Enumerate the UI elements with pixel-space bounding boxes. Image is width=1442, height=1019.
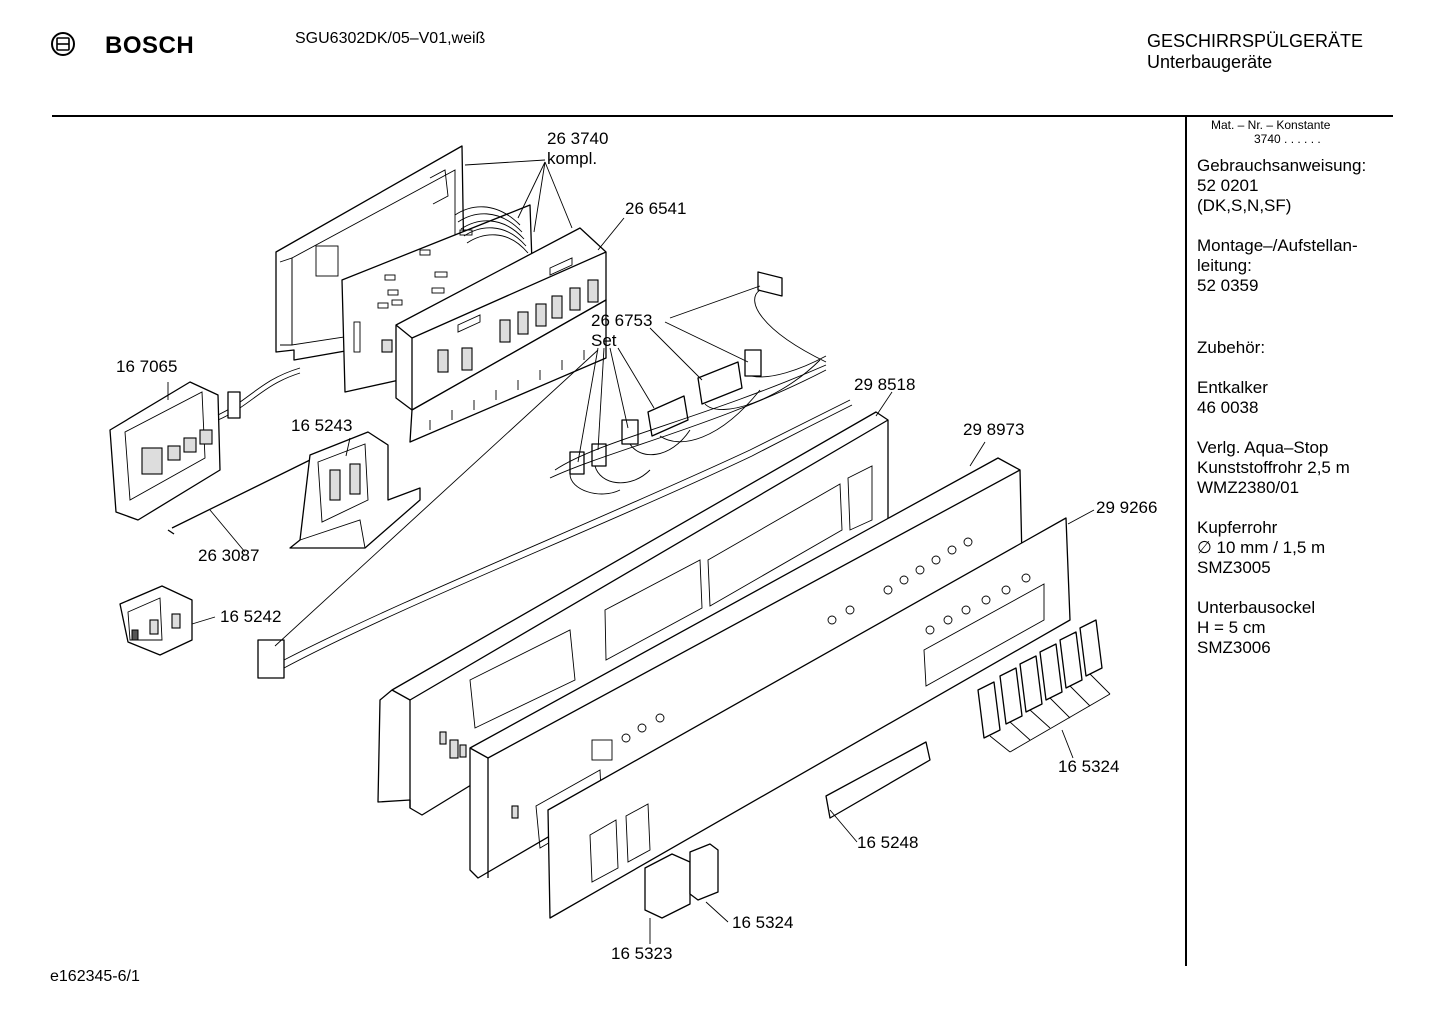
part-label-266541: 26 6541 (625, 199, 687, 218)
part-note: kompl. (547, 149, 598, 168)
part-label-167065: 16 7065 (116, 357, 178, 376)
brand-name: BOSCH (105, 32, 195, 59)
part-long-cable (257, 399, 853, 679)
bosch-logo (50, 30, 80, 65)
part-ribbon-cable (454, 206, 529, 254)
info-line: Kunststoffrohr 2,5 m (1197, 458, 1350, 477)
category-subtitle: Unterbaugeräte (1147, 52, 1273, 72)
info-line: Unterbausockel (1197, 598, 1316, 617)
info-line: SMZ3006 (1197, 638, 1271, 657)
category-title: GESCHIRRSPÜLGERÄTE (1147, 31, 1364, 51)
part-label-263740: 26 3740 kompl. (547, 129, 608, 169)
part-label-165243: 16 5243 (291, 416, 353, 435)
parts-info-sidebar: Mat. – Nr. – Konstante 3740 . . . . . . … (1197, 118, 1437, 678)
info-line: leitung: (1197, 256, 1252, 275)
info-group-accessories: Zubehör: (1197, 338, 1437, 358)
part-wire-harness (171, 459, 311, 529)
part-label-165324-bottom: 16 5324 (732, 913, 794, 932)
info-line: Entkalker (1197, 378, 1268, 397)
info-line: Kupferrohr (1197, 518, 1278, 537)
part-label-299266: 29 9266 (1096, 498, 1158, 517)
bosch-armature-icon (51, 32, 75, 56)
part-switch (119, 585, 193, 656)
part-display-unit (109, 367, 301, 521)
material-number-value: 3740 . . . . . . (1254, 132, 1321, 146)
info-group-installation: Montage–/Aufstellan- leitung: 52 0359 (1197, 236, 1437, 296)
info-line: Gebrauchsanweisung: (1197, 156, 1367, 175)
info-line: Zubehör: (1197, 338, 1266, 357)
info-line: 52 0201 (1197, 176, 1259, 195)
part-label-165242: 16 5242 (220, 607, 282, 626)
part-button-keys-right (977, 619, 1111, 753)
info-group-copper-pipe: Kupferrohr ∅ 10 mm / 1,5 m SMZ3005 (1197, 518, 1437, 578)
info-line: 52 0359 (1197, 276, 1259, 295)
leader-lines (167, 159, 1095, 944)
info-line: WMZ2380/01 (1197, 478, 1300, 497)
drawing-id: e162345-6/1 (50, 968, 140, 985)
info-line: SMZ3005 (1197, 558, 1271, 577)
part-number: 26 3740 (547, 129, 609, 148)
info-line: 46 0038 (1197, 398, 1259, 417)
part-dispenser-bracket (289, 431, 421, 549)
part-label-165324-right: 16 5324 (1058, 757, 1120, 776)
part-label-298973: 29 8973 (963, 420, 1025, 439)
info-line: Verlg. Aqua–Stop (1197, 438, 1329, 457)
info-group-manual: Gebrauchsanweisung: 52 0201 (DK,S,N,SF) (1197, 156, 1437, 216)
info-line: Montage–/Aufstellan- (1197, 236, 1358, 255)
part-label-266753: 26 6753 Set (591, 311, 652, 351)
material-number-label: Mat. – Nr. – Konstante (1211, 118, 1331, 132)
info-line: H = 5 cm (1197, 618, 1266, 637)
part-frame (377, 411, 889, 816)
model-number: SGU6302DK/05–V01,weiß (295, 30, 486, 47)
info-line: ∅ 10 mm / 1,5 m (1197, 538, 1326, 557)
part-note: Set (591, 331, 617, 350)
part-button-keys-bottom (644, 843, 719, 919)
part-trim-strip (825, 741, 931, 819)
part-number: 26 6753 (591, 311, 653, 330)
part-label-165323: 16 5323 (611, 944, 673, 963)
info-group-base: Unterbausockel H = 5 cm SMZ3006 (1197, 598, 1437, 658)
info-group-descaler: Entkalker 46 0038 (1197, 378, 1437, 418)
part-label-165248: 16 5248 (857, 833, 919, 852)
info-group-aquastop: Verlg. Aqua–Stop Kunststoffrohr 2,5 m WM… (1197, 438, 1437, 498)
info-line: (DK,S,N,SF) (1197, 196, 1292, 215)
part-label-263087: 26 3087 (198, 546, 260, 565)
part-front-panel (547, 517, 1071, 919)
part-label-298518: 29 8518 (854, 375, 916, 394)
part-connector-set (549, 271, 827, 495)
part-button-module (395, 227, 607, 443)
